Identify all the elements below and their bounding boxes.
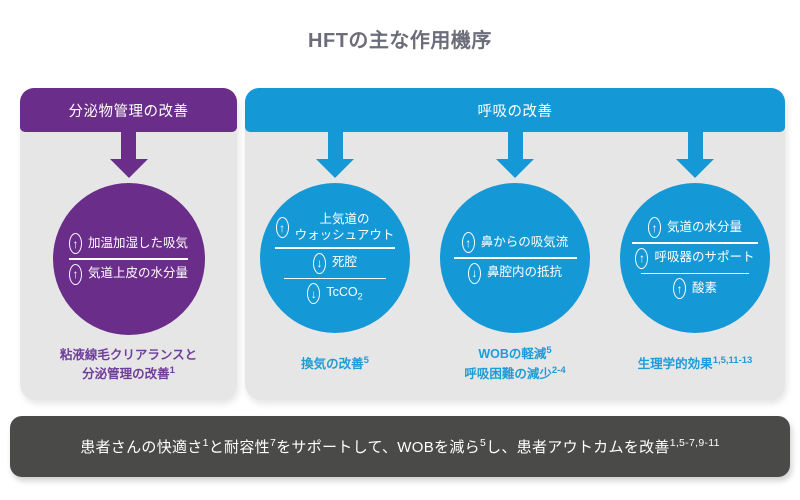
arrow-head <box>316 159 354 178</box>
arrow-stem <box>687 132 703 159</box>
up-arrow-icon: ↑ <box>672 278 686 299</box>
circle-row-label: TcCO2 <box>326 284 363 302</box>
caption-line: 生理学的効果 <box>637 357 713 372</box>
caption-line: 換気の改善 <box>301 357 364 372</box>
divider <box>69 258 188 260</box>
reference-superscript: 5 <box>479 437 487 449</box>
circle-row-label: 鼻腔内の抵抗 <box>486 265 562 280</box>
caption-line: 呼吸困難の減少 <box>464 366 552 381</box>
footer-segment: をサポートして、WOBを減ら <box>276 439 480 456</box>
chemical-subscript: 2 <box>357 291 363 302</box>
wob-circle: ↑ 鼻からの吸気流 ↓ 鼻腔内の抵抗 <box>440 183 590 333</box>
up-arrow-icon: ↑ <box>68 233 82 255</box>
ventilation-caption-area: 換気の改善5 <box>301 333 369 400</box>
down-arrow-blue <box>316 132 354 178</box>
ventilation-caption: 換気の改善5 <box>301 354 369 373</box>
breathing-panel: 呼吸の改善 ↑ 上気道のウォッシュアウト ↓ 死腔 <box>245 88 785 400</box>
circle-row: ↑ 呼吸器のサポート <box>635 244 755 273</box>
up-arrow-icon: ↑ <box>275 217 289 238</box>
circle-row: ↓ TcCO2 <box>307 279 363 308</box>
reference-superscript: 1,5,11-13 <box>712 354 753 366</box>
reference-superscript: 1 <box>169 364 175 376</box>
circle-row-label: 酸素 <box>691 280 717 295</box>
footer-summary-text: 患者さんの快適さ1と耐容性7をサポートして、WOBを減ら5し、患者アウトカムを改… <box>80 436 720 457</box>
arrow-head <box>496 159 534 178</box>
breathing-panel-header: 呼吸の改善 <box>245 88 785 132</box>
divider <box>275 247 395 249</box>
circle-row-label: 気道の水分量 <box>666 219 742 234</box>
circle-row: ↑ 酸素 <box>672 274 717 303</box>
arrow-stem <box>327 132 343 159</box>
circle-row-label: 加温加湿した吸気 <box>87 235 188 250</box>
circle-row-label: 気道上皮の水分量 <box>87 266 188 281</box>
wob-column: ↑ 鼻からの吸気流 ↓ 鼻腔内の抵抗 WOBの軽減5 呼吸困難の減少2-4 <box>425 132 605 400</box>
circle-row: ↓ 死腔 <box>312 249 357 278</box>
footer-segment: と耐容性 <box>208 439 270 456</box>
reference-superscript: 1,5-7,9-11 <box>669 437 720 449</box>
down-arrow-purple <box>109 132 148 178</box>
down-arrow-icon: ↓ <box>467 262 481 284</box>
divider <box>284 277 386 280</box>
arrow-stem <box>507 132 523 159</box>
breathing-header-label: 呼吸の改善 <box>477 103 553 120</box>
caption-line: 分泌管理の改善 <box>82 367 170 382</box>
circle-row: ↑ 気道上皮の水分量 <box>68 260 188 289</box>
circle-row-label: 上気道のウォッシュアウト <box>294 211 395 242</box>
wob-caption: WOBの軽減5 呼吸困難の減少2-4 <box>464 344 565 383</box>
up-arrow-icon: ↑ <box>635 247 649 269</box>
down-arrow-blue <box>496 132 534 178</box>
down-arrow-icon: ↓ <box>307 283 321 305</box>
divider <box>453 257 577 259</box>
page-title: HFTの主な作用機序 <box>308 30 492 52</box>
circle-row: ↑ 加温加湿した吸気 <box>68 229 188 258</box>
physiology-caption: 生理学的効果1,5,11-13 <box>638 354 753 373</box>
secretion-circle: ↑ 加温加湿した吸気 ↑ 気道上皮の水分量 <box>52 183 205 335</box>
up-arrow-icon: ↑ <box>68 263 82 285</box>
up-arrow-icon: ↑ <box>647 217 661 238</box>
arrow-stem <box>121 132 136 159</box>
reference-superscript: 5 <box>546 345 552 357</box>
secretion-header-label: 分泌物管理の改善 <box>68 103 189 120</box>
circle-row-label: 鼻からの吸気流 <box>480 234 569 249</box>
physiology-column: ↑ 気道の水分量 ↑ 呼吸器のサポート ↑ 酸素 <box>605 132 785 400</box>
breathing-columns: ↑ 上気道のウォッシュアウト ↓ 死腔 ↓ TcCO2 <box>245 132 785 400</box>
reference-superscript: 5 <box>363 354 369 366</box>
reference-superscript: 7 <box>269 437 277 449</box>
ventilation-circle: ↑ 上気道のウォッシュアウト ↓ 死腔 ↓ TcCO2 <box>260 183 410 333</box>
circle-row: ↑ 鼻からの吸気流 <box>461 228 569 257</box>
divider <box>641 272 749 274</box>
physiology-circle: ↑ 気道の水分量 ↑ 呼吸器のサポート ↑ 酸素 <box>620 183 770 333</box>
physiology-caption-area: 生理学的効果1,5,11-13 <box>638 333 753 400</box>
footer-segment: し、患者アウトカムを改善 <box>486 439 670 456</box>
circle-row-label: 死腔 <box>331 255 357 270</box>
circle-row: ↑ 気道の水分量 <box>647 213 742 242</box>
secretion-panel-header: 分泌物管理の改善 <box>20 88 237 132</box>
reference-superscript: 2-4 <box>551 364 566 376</box>
circle-row: ↓ 鼻腔内の抵抗 <box>467 259 562 288</box>
divider <box>632 242 758 244</box>
arrow-head <box>109 159 148 178</box>
circle-row: ↑ 上気道のウォッシュアウト <box>275 208 395 247</box>
up-arrow-icon: ↑ <box>461 232 475 254</box>
down-arrow-blue <box>676 132 714 178</box>
caption-line: 粘液線毛クリアランスと <box>59 347 198 362</box>
secretion-caption-area: 粘液線毛クリアランスと 分泌管理の改善1 <box>60 335 197 400</box>
wob-caption-area: WOBの軽減5 呼吸困難の減少2-4 <box>464 333 565 400</box>
caption-line: WOBの軽減 <box>478 347 547 362</box>
ventilation-column: ↑ 上気道のウォッシュアウト ↓ 死腔 ↓ TcCO2 <box>245 132 425 400</box>
footer-summary-bar: 患者さんの快適さ1と耐容性7をサポートして、WOBを減ら5し、患者アウトカムを改… <box>10 416 790 477</box>
reference-superscript: 1 <box>202 437 209 449</box>
arrow-head <box>676 159 714 178</box>
footer-segment: 患者さんの快適さ <box>80 439 203 456</box>
down-arrow-icon: ↓ <box>312 252 326 274</box>
secretion-panel: 分泌物管理の改善 ↑ 加温加湿した吸気 ↑ 気道上皮の水分量 粘液線毛クリアラン… <box>20 88 237 400</box>
circle-row-label: 呼吸器のサポート <box>654 250 755 265</box>
secretion-caption: 粘液線毛クリアランスと 分泌管理の改善1 <box>60 346 197 383</box>
